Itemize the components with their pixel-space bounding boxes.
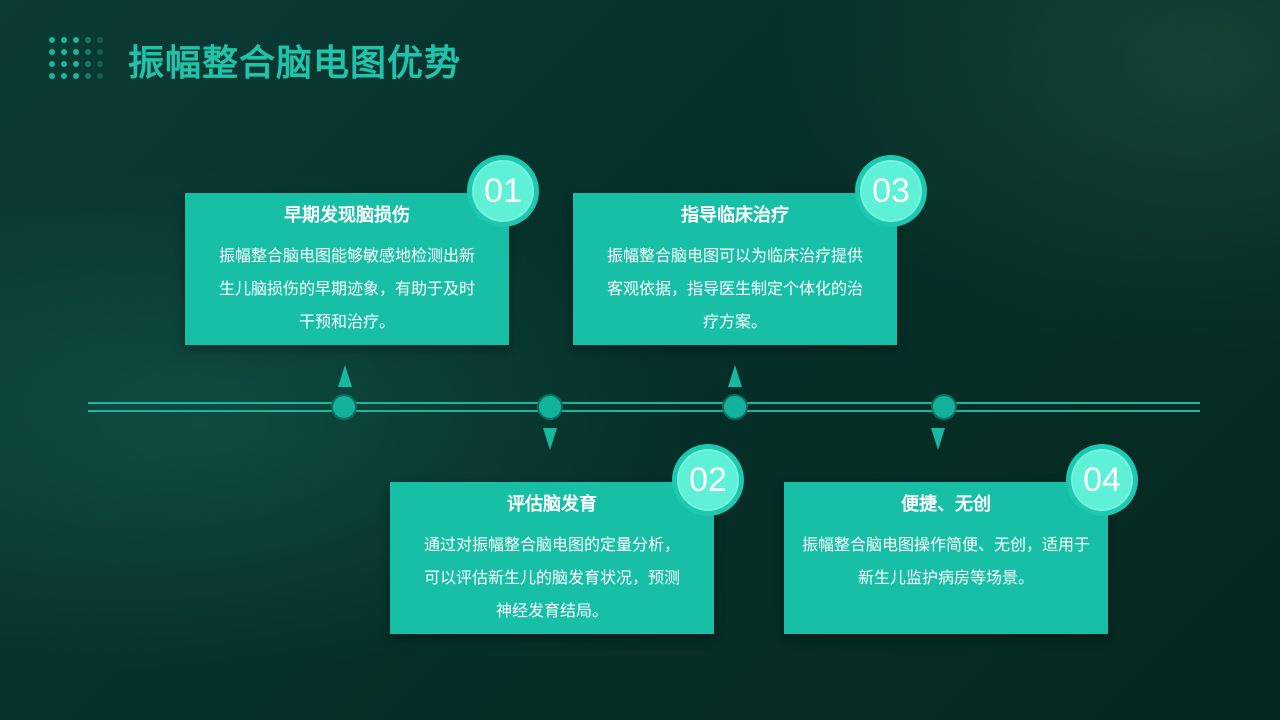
timeline-arrow-up-3 [728,365,742,387]
card-body: 通过对振幅整合脑电图的定量分析，可以评估新生儿的脑发育状况，预测神经发育结局。 [423,535,680,620]
timeline-arrow-down-2 [543,428,557,450]
page-title: 振幅整合脑电图优势 [128,43,462,84]
timeline-node-4 [931,394,957,420]
badge-number: 04 [1071,449,1133,511]
card-early-detection: 早期发现脑损伤 振幅整合脑电图能够敏感地检测出新生儿脑损伤的早期迹象，有助于及时… [185,193,509,345]
badge-number: 02 [677,449,739,511]
card-title: 便捷、无创 [901,494,991,515]
card-convenient-noninvasive: 便捷、无创 振幅整合脑电图操作简便、无创，适用于新生儿监护病房等场景。 [784,482,1108,634]
number-badge: 01 [467,155,539,227]
card-title: 指导临床治疗 [681,205,789,226]
card-brain-development: 评估脑发育 通过对振幅整合脑电图的定量分析，可以评估新生儿的脑发育状况，预测神经… [390,482,714,634]
badge-number: 03 [860,160,922,222]
card-body: 振幅整合脑电图可以为临床治疗提供客观依据，指导医生制定个体化的治疗方案。 [606,246,863,331]
timeline-node-1 [331,394,357,420]
card-title: 评估脑发育 [507,494,597,515]
timeline-arrow-down-4 [931,428,945,450]
timeline-arrow-up-1 [338,365,352,387]
timeline-line-top [88,402,1200,404]
timeline-node-2 [537,394,563,420]
badge-number: 01 [472,160,534,222]
card-clinical-guidance: 指导临床治疗 振幅整合脑电图可以为临床治疗提供客观依据，指导医生制定个体化的治疗… [573,193,897,345]
dot-grid-icon [49,37,103,79]
number-badge: 03 [855,155,927,227]
timeline-line-bottom [88,410,1200,412]
card-title: 早期发现脑损伤 [284,205,410,226]
number-badge: 04 [1066,444,1138,516]
card-body: 振幅整合脑电图操作简便、无创，适用于新生儿监护病房等场景。 [801,535,1090,587]
timeline-node-3 [722,394,748,420]
card-body: 振幅整合脑电图能够敏感地检测出新生儿脑损伤的早期迹象，有助于及时干预和治疗。 [218,246,475,331]
number-badge: 02 [672,444,744,516]
